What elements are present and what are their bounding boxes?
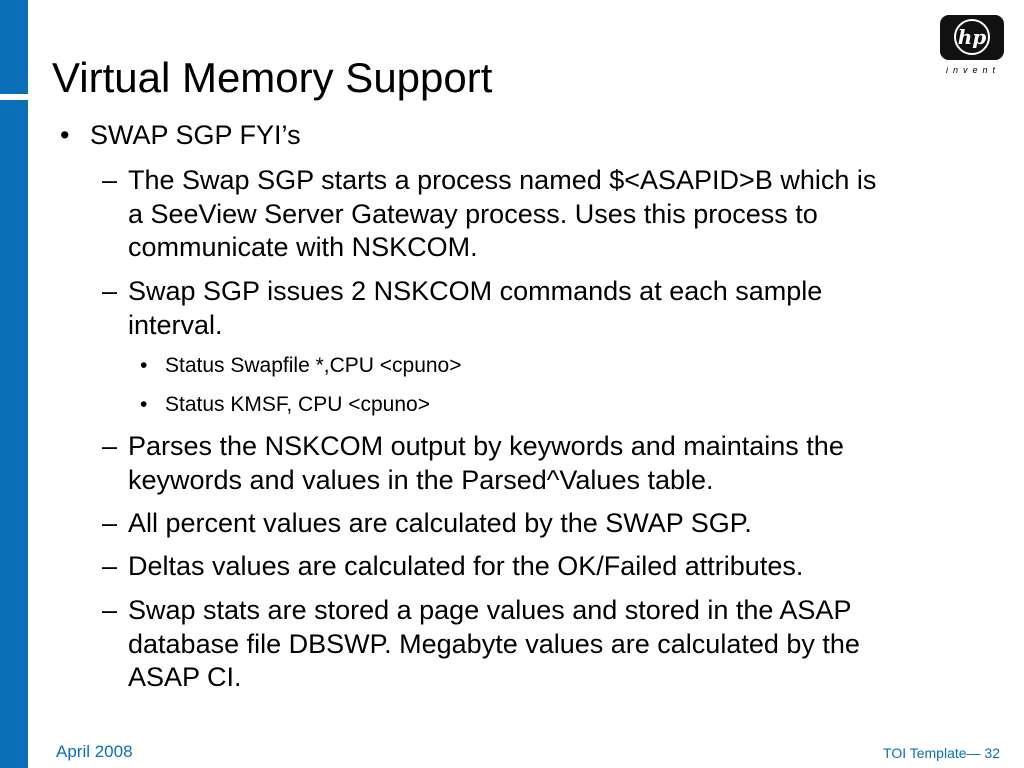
footer-template-page: TOI Template— 32 [883,745,1000,761]
dash-marker: – [102,276,118,306]
body-line: Deltas values are calculated for the OK/… [128,551,804,581]
body-line: keywords and values in the Parsed^Values… [128,465,714,495]
sub-bullet-marker: • [140,354,148,377]
sub-bullet-text: Status Swapfile *,CPU <cpuno> [165,354,462,377]
body-line: a SeeView Server Gateway process. Uses t… [128,199,818,229]
dash-marker: – [102,508,118,538]
sub-bullet-text: Status KMSF, CPU <cpuno> [165,393,430,416]
hp-logo: hp invent [938,15,1008,79]
dash-marker: – [102,431,118,461]
bullet-l1-text: SWAP SGP FYI’s [90,120,301,150]
body-line: Parses the NSKCOM output by keywords and… [128,431,844,461]
bullet-marker: • [60,120,70,150]
left-accent-bar [0,0,28,768]
dash-marker: – [102,165,118,195]
slide-title: Virtual Memory Support [52,54,493,101]
dash-marker: – [102,551,118,581]
svg-text:hp: hp [958,25,987,49]
body-line: ASAP CI. [128,662,242,692]
body-line: Swap SGP issues 2 NSKCOM commands at eac… [128,276,823,306]
footer-date: April 2008 [56,742,133,761]
body-line: interval. [128,310,223,340]
logo-tagline: invent [945,65,1001,75]
body-line: All percent values are calculated by the… [128,508,752,538]
body-line: Swap stats are stored a page values and … [128,595,852,625]
sub-bullet-marker: • [140,393,148,416]
body-line: communicate with NSKCOM. [128,232,478,262]
dash-marker: – [102,595,118,625]
body-line: The Swap SGP starts a process named $<AS… [128,165,877,195]
body-line: database file DBSWP. Megabyte values are… [128,629,860,659]
hp-logo-badge: hp [940,15,1004,60]
accent-bar-notch [0,94,28,100]
